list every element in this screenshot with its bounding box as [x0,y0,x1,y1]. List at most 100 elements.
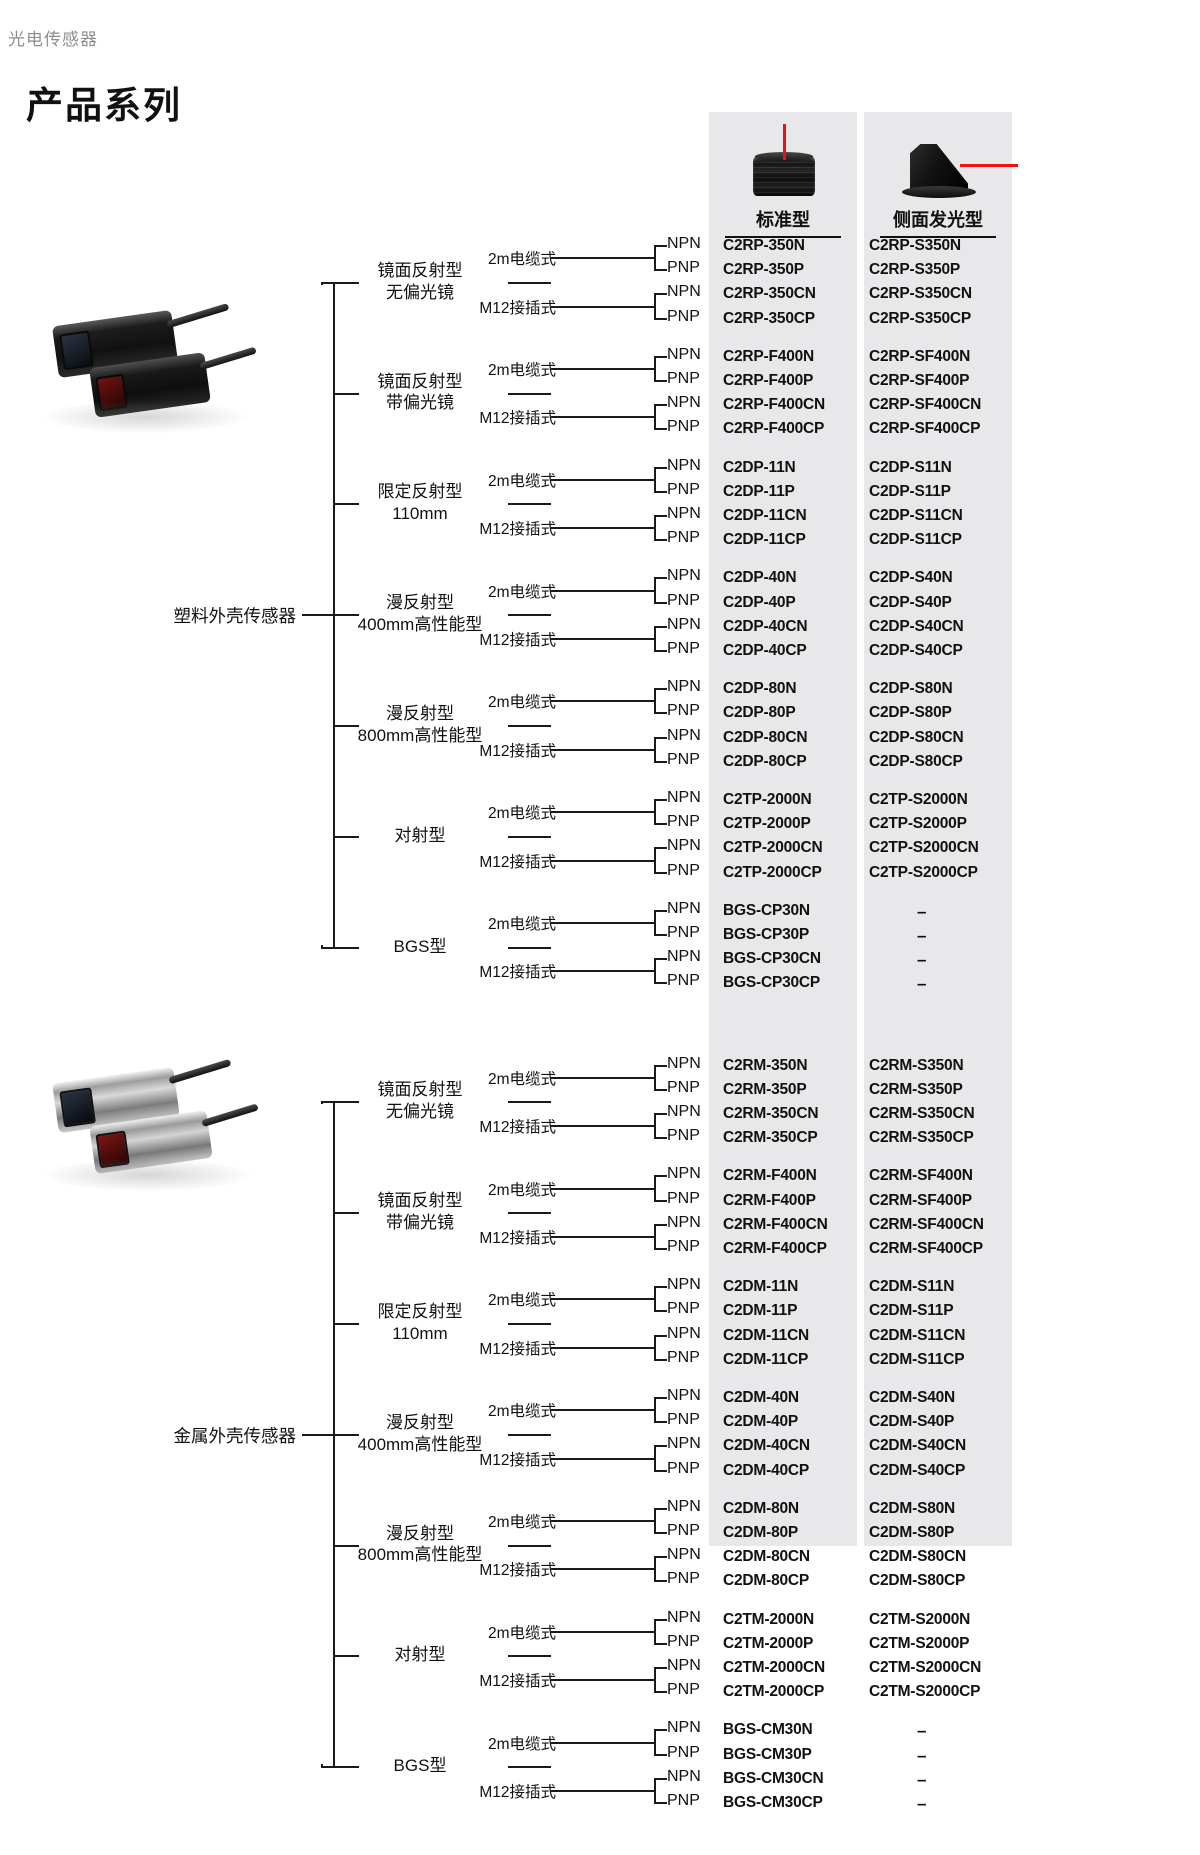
signal-type-label: PNP [667,1459,700,1477]
signal-type-label: PNP [667,702,700,720]
tree-line [508,392,551,395]
connection-label-connector: M12接插式 [479,964,556,982]
tree-line [654,688,656,713]
signal-type-label: NPN [667,1103,701,1120]
tree-line [654,428,667,431]
tree-line [654,1397,656,1422]
tree-line [654,380,667,382]
product-code-side-emitting: C2RP-S350CP [869,309,972,327]
product-code-standard: BGS-CP30CN [723,950,821,968]
signal-type-label: PNP [667,1411,700,1429]
product-code-side-emitting: C2RM-S350N [869,1056,964,1074]
connection-label-cable: 2m电缆式 [487,1624,556,1642]
sensor-base-icon [902,186,976,198]
tree-line [654,847,656,872]
tree-line [321,281,323,285]
product-code-standard: C2RM-350P [723,1080,807,1098]
signal-type-label: NPN [667,948,701,966]
tree-line [551,1789,654,1792]
product-code-standard: C2RP-F400CN [723,396,826,414]
connection-label-cable: 2m电缆式 [487,1513,556,1531]
product-code-standard: C2DM-11N [723,1278,799,1296]
product-code-side-emitting: C2DP-S40CP [869,642,963,659]
signal-type-label: PNP [667,1570,700,1588]
tree-line [654,823,667,826]
tree-line [654,1753,667,1756]
tree-line [333,1212,359,1215]
category-label: 漫反射型 400mm高性能型 [357,1412,483,1454]
connection-label-connector: M12接插式 [479,1119,556,1137]
product-code-side-emitting: C2TM-S2000N [869,1610,971,1628]
product-code-side-emitting: C2DP-S80CP [869,752,963,770]
lens-icon [59,330,94,371]
tree-line [654,1618,667,1621]
product-code-standard: BGS-CP30P [723,926,810,943]
tree-line [654,1334,667,1337]
tree-line [551,637,654,640]
category-label: 镜面反射型 无偏光镜 [377,1080,463,1122]
tree-line [321,1101,323,1105]
tree-line [321,1766,333,1769]
tree-line [551,478,654,481]
tree-line [654,958,667,961]
product-code-side-emitting: C2RP-S350CN [869,285,972,303]
product-code-standard: C2RM-F400P [723,1191,816,1209]
product-code-side-emitting: C2TM-S2000CP [869,1683,981,1701]
tree-line [654,625,656,650]
tree-line [551,811,654,814]
signal-type-label: PNP [667,1522,700,1539]
product-code-side-emitting: C2TP-S2000P [869,815,967,833]
tree-line [654,490,667,493]
product-code-standard: C2RM-F400CN [723,1215,828,1233]
group-root-label: 金属外壳传感器 [173,1425,297,1446]
category-label: 镜面反射型 带偏光镜 [377,1191,463,1232]
product-code-standard: BGS-CP30CP [723,974,821,992]
product-code-side-emitting: C2DM-S40P [869,1413,955,1431]
product-code-side-emitting: C2RM-SF400N [869,1167,973,1185]
tree-line [551,748,654,751]
signal-type-label: PNP [667,307,700,325]
signal-type-label: NPN [667,1435,701,1453]
signal-type-label: PNP [667,591,700,609]
tree-line [551,257,654,260]
column-panel-standard [709,112,857,1546]
product-code-side-emitting: – [917,950,927,970]
tree-line [654,1248,667,1250]
tree-line [654,515,656,540]
category-label: 限定反射型 110mm [377,1302,463,1343]
tree-line [508,1101,551,1104]
tree-line [654,404,656,429]
signal-type-label: NPN [667,1719,701,1737]
product-code-side-emitting: C2DP-S40N [869,569,953,587]
product-code-side-emitting: C2RM-SF400CN [869,1215,984,1233]
product-code-side-emitting: C2DP-S80N [869,680,953,698]
tree-line [654,515,667,517]
product-code-standard: C2RP-F400CP [723,420,825,438]
tree-line [508,1544,551,1547]
tree-line [654,1113,667,1115]
product-code-side-emitting: – [917,926,927,945]
tree-line [551,305,654,308]
category-label: 对射型 [394,825,446,845]
product-code-standard: C2RP-350N [723,237,805,254]
tree-line [654,1729,656,1754]
product-code-standard: BGS-CM30CN [723,1769,824,1787]
signal-type-label: PNP [667,1348,700,1366]
connection-label-connector: M12接插式 [479,1451,556,1469]
tree-line [654,736,667,739]
tree-line [508,614,551,617]
connection-label-connector: M12接插式 [479,299,556,317]
product-code-standard: C2TM-2000CN [723,1659,826,1676]
cable-icon [166,302,230,329]
signal-type-label: PNP [667,1300,700,1318]
tree-line [508,725,551,727]
product-code-side-emitting: – [917,1769,927,1789]
signal-type-label: NPN [667,1213,701,1231]
tree-line [654,650,667,652]
connection-label-connector: M12接插式 [479,1673,556,1691]
tree-line [508,281,551,284]
connection-label-cable: 2m电缆式 [487,1070,556,1088]
tree-line [333,1433,359,1436]
tree-line [333,1766,359,1769]
signal-type-label: NPN [667,283,701,301]
